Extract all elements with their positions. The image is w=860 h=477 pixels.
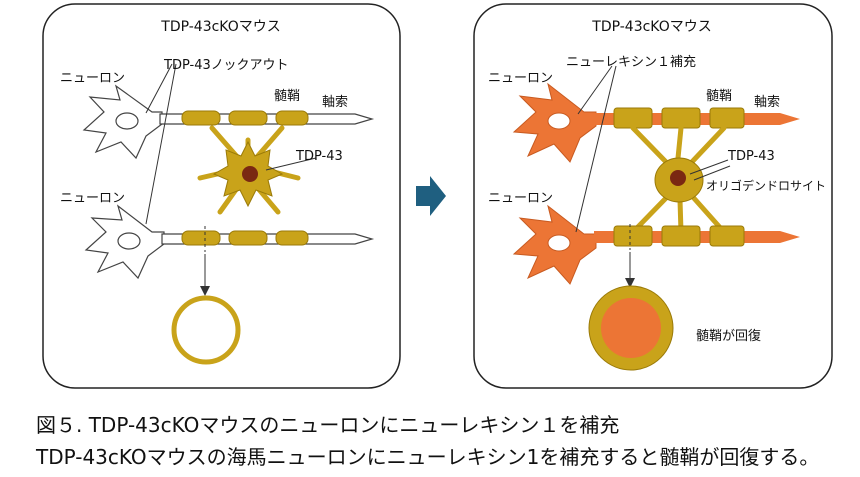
right-myelin-bottom-2: [661, 225, 701, 247]
right-myelin-section-axon: [601, 298, 661, 358]
left-myelin-ring: [171, 295, 241, 365]
left-knockout-leader-1: [145, 63, 173, 114]
left-myelin-bottom-1: [181, 230, 221, 246]
left-myelin-bottom-2: [228, 230, 268, 246]
right-section-arrow-head: [625, 278, 635, 288]
right-neuron-bottom-nucleus: [547, 234, 571, 252]
left-label-neuron-bottom: ニューロン: [60, 191, 125, 206]
right-label-oligodendrocyte: オリゴデンドロサイト: [706, 178, 826, 193]
left-panel-title: TDP-43cKOマウス: [160, 19, 280, 35]
left-myelin-bottom-3: [275, 230, 309, 246]
left-tdp43-nucleus: [242, 166, 258, 182]
right-label-tdp43: TDP-43: [727, 149, 775, 164]
left-label-neuron-top: ニューロン: [60, 71, 125, 86]
caption-title: 図５. TDP-43cKOマウスのニューロンにニューレキシン１を補充: [36, 413, 620, 437]
left-label-knockout: TDP-43ノックアウト: [163, 58, 288, 73]
right-label-axon: 軸索: [754, 95, 780, 110]
transition-arrow: [416, 176, 446, 216]
right-neuron-top-nucleus: [547, 112, 571, 130]
left-label-axon: 軸索: [322, 95, 348, 110]
left-tdp43-leader: [265, 157, 317, 171]
right-tdp43-leader-2: [693, 165, 731, 181]
right-supplement-leader-2: [575, 65, 617, 233]
right-panel-title: TDP-43cKOマウス: [591, 19, 711, 35]
right-label-neuron-top: ニューロン: [488, 71, 553, 86]
right-label-supplement: ニューレキシン１補充: [566, 54, 696, 70]
left-label-myelin: 髄鞘: [274, 89, 300, 104]
left-section-arrow-head: [200, 286, 210, 296]
right-myelin-bottom-3: [709, 225, 745, 247]
right-myelin-top-2: [661, 107, 701, 129]
right-tdp43-nucleus: [670, 170, 686, 186]
right-myelin-top-3: [709, 107, 745, 129]
right-tdp43-leader-1: [689, 159, 729, 175]
right-myelin-bottom-1: [613, 225, 653, 247]
right-label-recovery: 髄鞘が回復: [696, 328, 761, 344]
caption-description: TDP-43cKOマウスの海馬ニューロンにニューレキシン1を補充すると髄鞘が回復…: [36, 445, 820, 469]
left-knockout-leader-2: [145, 63, 177, 225]
right-label-neuron-bottom: ニューロン: [488, 191, 553, 206]
figure-diagram: TDP-43cKOマウス TDP-43ノックアウト ニューロン ニューロン 髄鞘…: [42, 3, 833, 389]
left-myelin-top-2: [228, 110, 268, 126]
left-label-tdp43: TDP-43: [295, 149, 343, 164]
right-supplement-leader-1: [577, 65, 613, 115]
left-myelin-top-3: [275, 110, 309, 126]
left-neuron-top-nucleus: [115, 112, 139, 130]
left-myelin-top-1: [181, 110, 221, 126]
right-label-myelin: 髄鞘: [706, 89, 732, 104]
left-neuron-bottom-nucleus: [117, 232, 141, 250]
right-myelin-top-1: [613, 107, 653, 129]
